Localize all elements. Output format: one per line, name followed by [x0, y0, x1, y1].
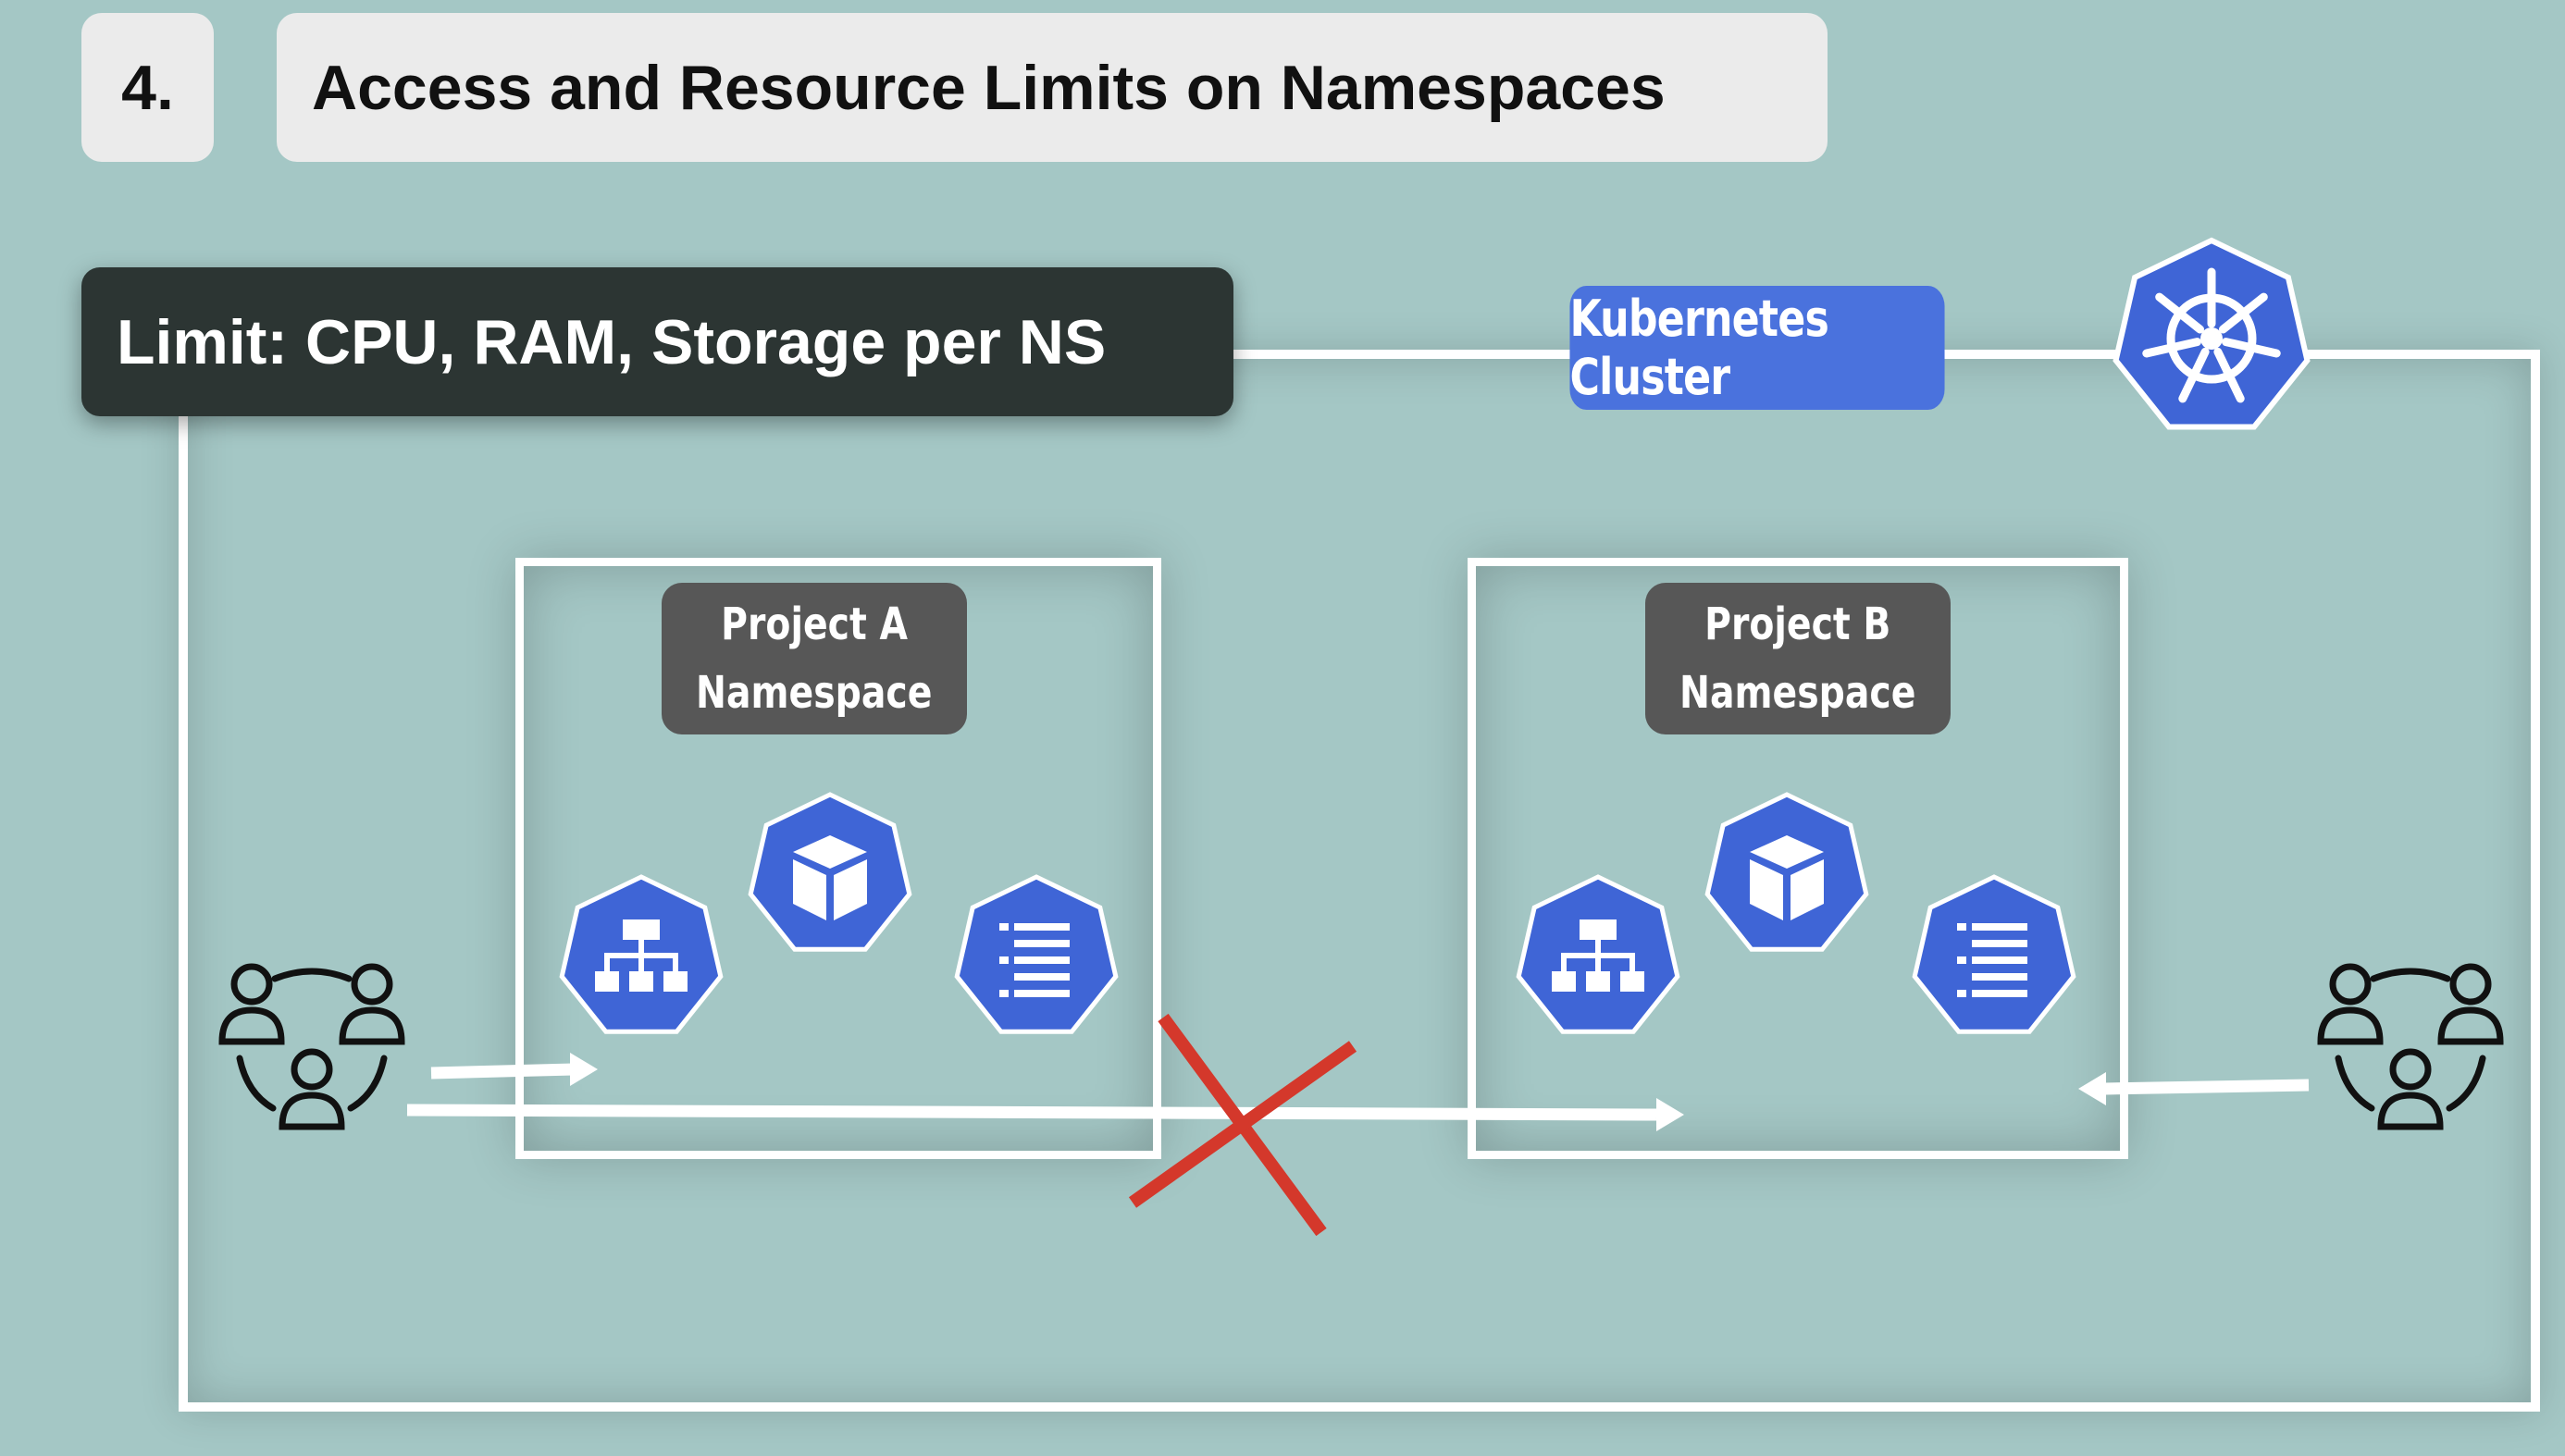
pod-cube-icon	[1707, 795, 1866, 949]
access-arrow-b	[2078, 1072, 2310, 1105]
namespace-b-subtitle: Namespace	[1679, 667, 1916, 719]
user-group-icon	[2321, 967, 2500, 1127]
kubernetes-logo-icon	[2113, 237, 2311, 430]
namespace-a-subtitle: Namespace	[696, 667, 933, 719]
limit-label: Limit: CPU, RAM, Storage per NS	[81, 267, 1233, 416]
user-group-icon	[222, 967, 402, 1127]
namespace-a-title: Project A	[721, 598, 908, 650]
step-number: 4.	[81, 13, 214, 162]
config-list-icon	[1914, 877, 2074, 1031]
namespace-b-label: Project B Namespace	[1645, 583, 1951, 734]
pod-cube-icon	[750, 795, 910, 949]
page-title: Access and Resource Limits on Namespaces	[277, 13, 1828, 162]
blocked-cross-access-arrow	[406, 1098, 1684, 1131]
namespace-a-box	[515, 558, 1161, 1159]
access-denied-cross-icon	[1128, 1013, 1357, 1237]
kubernetes-cluster-frame	[179, 350, 2540, 1412]
kubernetes-cluster-label: Kubernetes Cluster	[1569, 286, 1945, 410]
config-list-icon	[957, 877, 1116, 1031]
service-network-icon	[562, 877, 721, 1031]
namespace-b-box	[1468, 558, 2128, 1159]
service-network-icon	[1518, 877, 1678, 1031]
access-arrow-a	[430, 1053, 598, 1086]
namespace-b-title: Project B	[1704, 598, 1891, 650]
namespace-a-label: Project A Namespace	[662, 583, 967, 734]
